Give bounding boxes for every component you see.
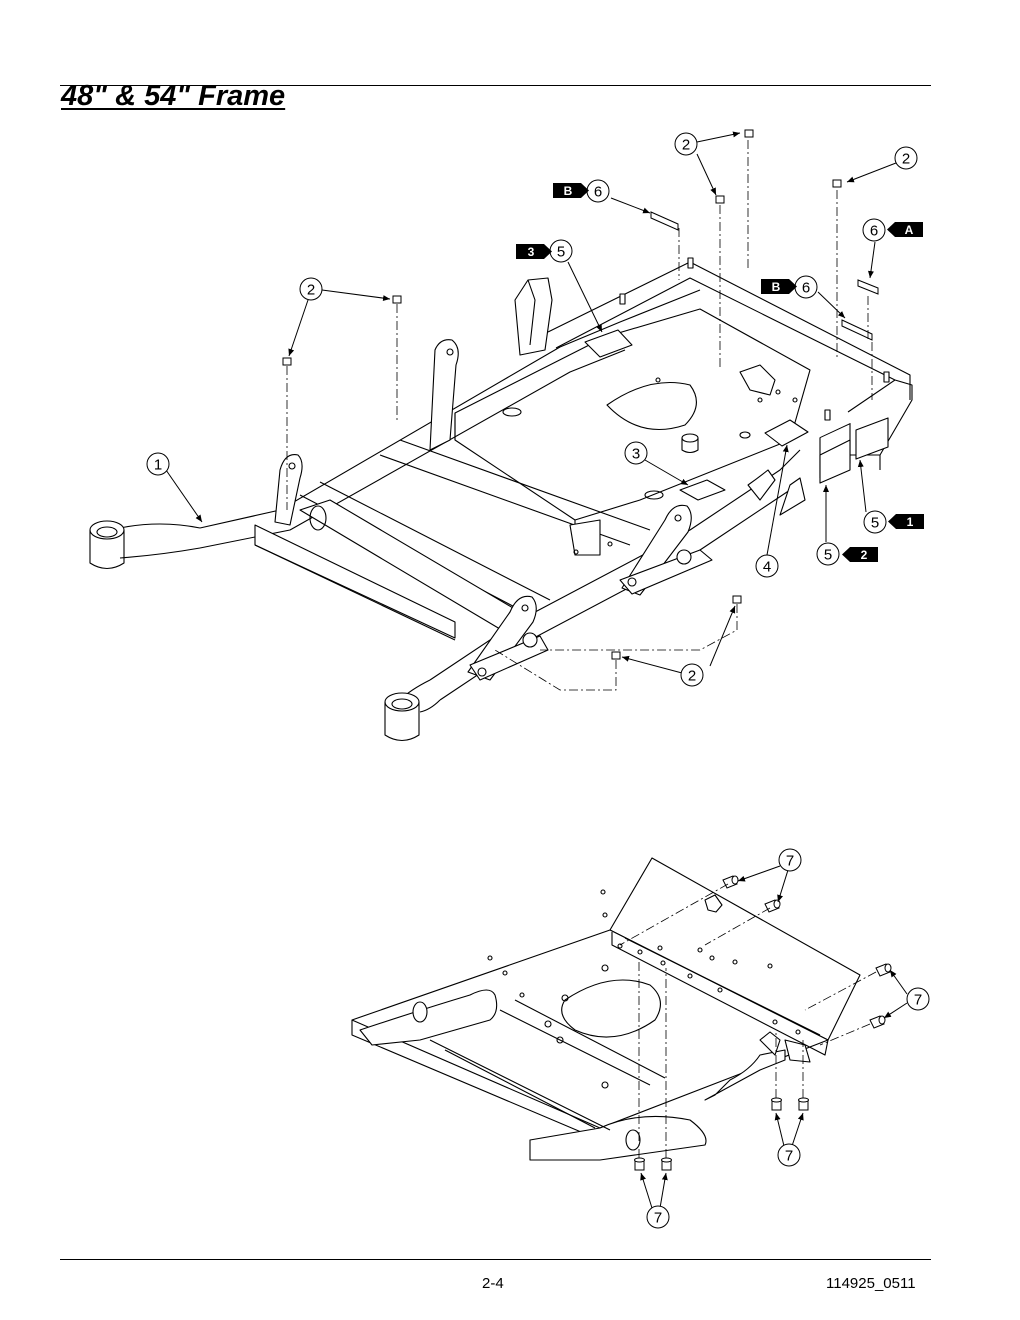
callout-1: 1: [146, 452, 170, 476]
callout-number: 5: [824, 547, 832, 564]
callout-number: 2: [688, 668, 696, 685]
reference-flag-3: 3: [516, 244, 552, 259]
document-code: 114925_0511: [826, 1275, 916, 1292]
callout-4: 4: [755, 554, 779, 578]
reference-flag-B: B: [761, 279, 797, 294]
callout-7: 7: [906, 987, 930, 1011]
callout-number: 7: [785, 1148, 793, 1165]
callout-6: 6: [862, 218, 886, 242]
bottom-rule: [60, 1259, 931, 1260]
flag-label: 2: [861, 548, 868, 562]
callout-number: 5: [871, 515, 879, 532]
callout-7: 7: [646, 1205, 670, 1229]
callout-5: 5: [549, 239, 573, 263]
callout-6: 6: [794, 275, 818, 299]
alignment-lines: [286, 140, 873, 691]
flag-label: A: [905, 223, 914, 237]
lower-alignment-lines: [619, 883, 877, 1158]
flag-label: B: [772, 280, 781, 294]
callout-number: 6: [870, 223, 878, 240]
callout-3: 3: [624, 441, 648, 465]
callout-number: 5: [557, 244, 565, 261]
callout-number: 7: [914, 992, 922, 1009]
page-number: 2-4: [482, 1275, 504, 1292]
flag-label: 1: [907, 515, 914, 529]
reference-flag-2: 2: [842, 547, 878, 562]
flag-label: 3: [528, 245, 535, 259]
callout-6: 6: [586, 179, 610, 203]
top-rule: [60, 85, 931, 86]
callout-5: 5: [863, 510, 887, 534]
upper-frame-drawing: [89, 257, 913, 742]
callout-2: 2: [894, 146, 918, 170]
callout-7: 7: [778, 848, 802, 872]
flag-label: B: [564, 184, 573, 198]
reference-flag-B: B: [553, 183, 589, 198]
upper-hardware: [282, 129, 879, 660]
lower-leader-lines: [640, 865, 908, 1209]
callout-number: 3: [632, 446, 640, 463]
callout-number: 6: [594, 184, 602, 201]
callout-number: 1: [154, 457, 162, 474]
reference-flag-A: A: [887, 222, 923, 237]
callout-number: 7: [654, 1210, 662, 1227]
callout-number: 6: [802, 280, 810, 297]
callout-5: 5: [816, 542, 840, 566]
callout-number: 4: [763, 559, 771, 576]
page-title: 48" & 54" Frame: [61, 80, 286, 112]
callout-number: 2: [902, 151, 910, 168]
callout-2: 2: [299, 277, 323, 301]
upper-leader-lines: [165, 131, 897, 674]
callout-2: 2: [674, 132, 698, 156]
callout-number: 2: [682, 137, 690, 154]
lower-frame-drawing: [351, 857, 861, 1161]
callout-7: 7: [777, 1143, 801, 1167]
reference-flag-1: 1: [888, 514, 924, 529]
callout-number: 2: [307, 282, 315, 299]
lower-hardware: [634, 875, 892, 1171]
callout-2: 2: [680, 663, 704, 687]
callout-number: 7: [786, 853, 794, 870]
